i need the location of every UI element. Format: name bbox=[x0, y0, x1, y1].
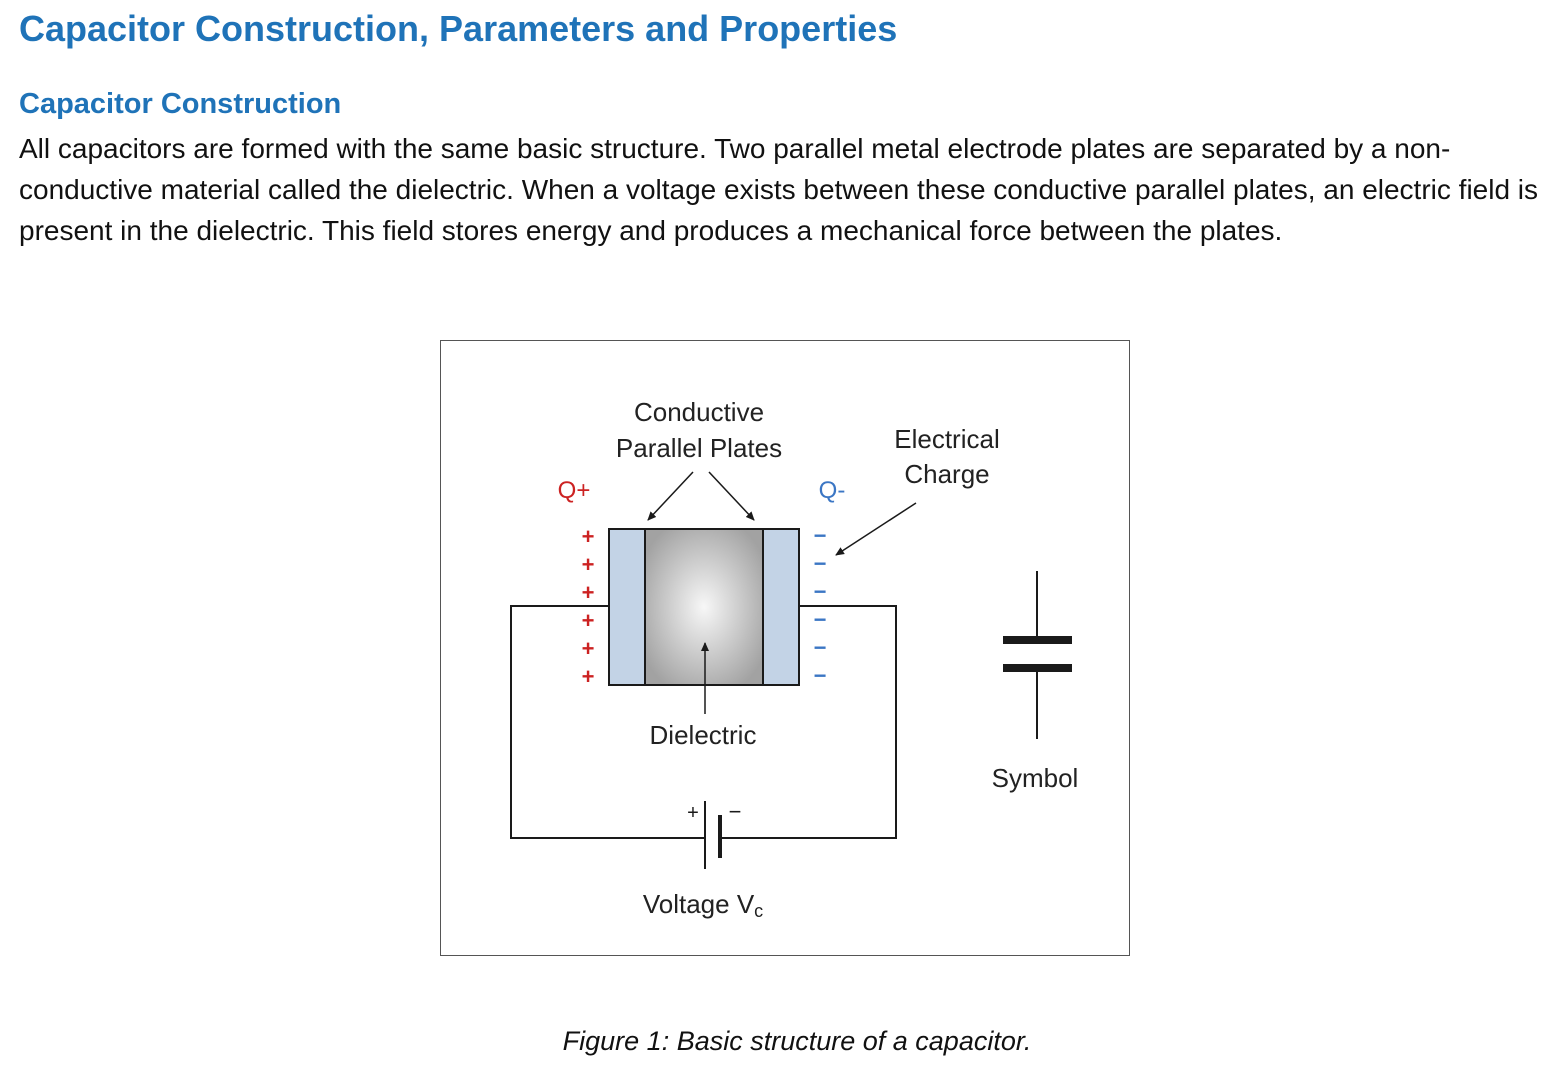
minus-sign: − bbox=[814, 523, 827, 548]
left-plate bbox=[608, 528, 646, 686]
symbol-label: Symbol bbox=[992, 763, 1079, 793]
section-heading: Capacitor Construction bbox=[19, 88, 342, 120]
minus-sign: − bbox=[814, 551, 827, 576]
capacitor-diagram: + − + + + + + + − − − − − − Q+ Q- Conduc… bbox=[510, 397, 1079, 921]
plates-pointer-arrows bbox=[647, 471, 755, 521]
plus-sign: + bbox=[582, 580, 595, 605]
plus-sign: + bbox=[582, 636, 595, 661]
charge-label-line1: Electrical bbox=[894, 424, 999, 454]
battery-plus-sign: + bbox=[687, 802, 699, 824]
plus-sign: + bbox=[582, 552, 595, 577]
negative-charge-column: − − − − − − bbox=[814, 523, 827, 688]
right-plate bbox=[762, 528, 800, 686]
page-title: Capacitor Construction, Parameters and P… bbox=[19, 8, 898, 49]
positive-charge-column: + + + + + + bbox=[582, 524, 595, 689]
battery-minus-sign: − bbox=[729, 799, 742, 824]
plus-sign: + bbox=[582, 524, 595, 549]
charge-pointer-arrow bbox=[835, 502, 917, 556]
q-minus-label: Q- bbox=[819, 477, 846, 504]
minus-sign: − bbox=[814, 579, 827, 604]
minus-sign: − bbox=[814, 607, 827, 632]
charge-label-line2: Charge bbox=[904, 459, 989, 489]
circuit-wire bbox=[510, 605, 897, 839]
dielectric-block bbox=[644, 528, 764, 686]
plus-sign: + bbox=[582, 664, 595, 689]
q-plus-label: Q+ bbox=[558, 477, 591, 504]
figure-frame: + − + + + + + + − − − − − − Q+ Q- Conduc… bbox=[440, 340, 1130, 956]
plus-sign: + bbox=[582, 608, 595, 633]
battery-icon bbox=[704, 801, 722, 869]
plates-label-line2: Parallel Plates bbox=[616, 433, 782, 463]
capacitor-symbol-icon bbox=[1003, 571, 1072, 739]
body-paragraph: All capacitors are formed with the same … bbox=[19, 133, 1539, 246]
voltage-label: Voltage Vc bbox=[643, 889, 763, 921]
dielectric-label: Dielectric bbox=[650, 720, 757, 750]
plates-label-line1: Conductive bbox=[634, 397, 764, 427]
minus-sign: − bbox=[814, 635, 827, 660]
figure-caption: Figure 1: Basic structure of a capacitor… bbox=[562, 1026, 1032, 1056]
minus-sign: − bbox=[814, 663, 827, 688]
